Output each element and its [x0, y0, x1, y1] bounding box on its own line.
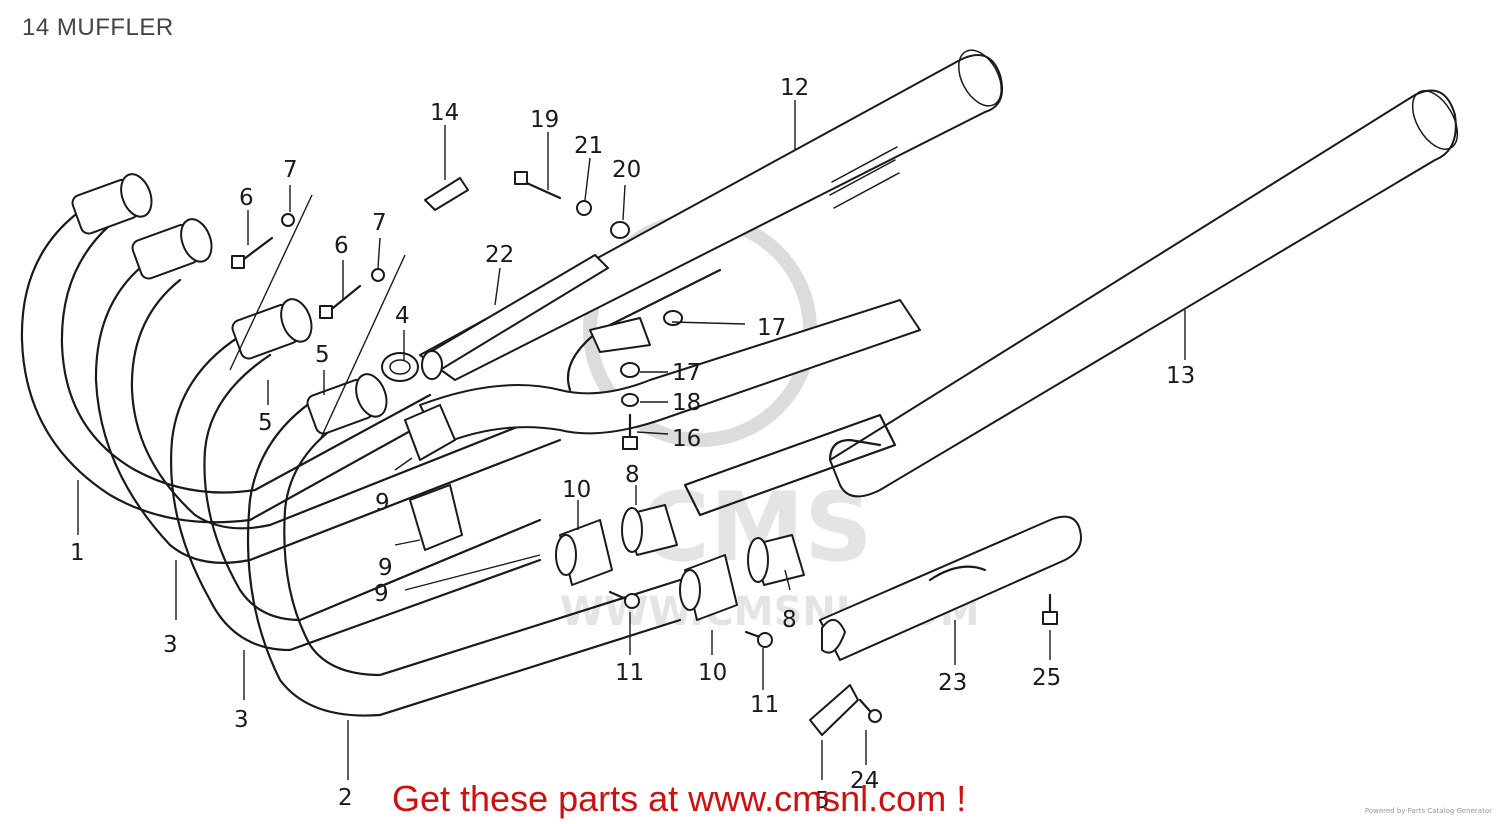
bracket-14 — [424, 177, 469, 211]
gasket-8a — [621, 504, 678, 556]
callout-12: 12 — [780, 75, 809, 101]
callout-17b: 17 — [672, 360, 701, 386]
bolt-25 — [1042, 593, 1058, 625]
gasket-8b — [747, 534, 805, 586]
callout-3a: 3 — [163, 632, 178, 658]
bracket-5 — [809, 684, 859, 736]
bolt-19 — [514, 171, 562, 200]
callout-13: 13 — [1166, 363, 1195, 389]
promo-link[interactable]: Get these parts at www.cmsnl.com ! — [392, 778, 967, 819]
muffler-upper — [419, 49, 1004, 381]
bolt-6b — [319, 284, 362, 319]
callout-4: 4 — [395, 303, 410, 329]
callout-9a: 9 — [375, 490, 390, 516]
callout-19: 19 — [530, 107, 559, 133]
bolt-6a — [231, 236, 274, 269]
gasket-4 — [381, 352, 419, 382]
band-22 — [421, 254, 609, 380]
callout-11a: 11 — [615, 660, 644, 686]
washer-20 — [610, 221, 630, 239]
bolt-11a — [608, 590, 640, 609]
callout-18: 18 — [672, 390, 701, 416]
exhaust-pipe-3b — [169, 328, 542, 652]
callout-8b: 8 — [782, 607, 797, 633]
bolt-16 — [622, 413, 638, 450]
callout-24: 24 — [850, 768, 879, 794]
callout-17a: 17 — [757, 315, 786, 341]
callout-5b: 5 — [315, 342, 330, 368]
callout-25: 25 — [1032, 665, 1061, 691]
callout-7a: 7 — [283, 157, 298, 183]
nut-7a — [281, 213, 295, 227]
callout-2: 2 — [338, 785, 353, 811]
callout-5a: 5 — [258, 410, 273, 436]
callout-6a: 6 — [239, 185, 254, 211]
callout-21: 21 — [574, 133, 603, 159]
callout-9b: 9 — [378, 555, 393, 581]
callouts: 1 2 3 3 4 5 5 6 6 7 7 8 8 9 9 9 10 10 11… — [70, 75, 1195, 814]
pipe-23 — [819, 515, 1082, 661]
callout-5c: 5 — [815, 788, 830, 814]
callout-10b: 10 — [698, 660, 727, 686]
bolt-24 — [858, 698, 882, 723]
exhaust-pipe-3a — [94, 258, 562, 564]
leader-lines — [77, 100, 1186, 780]
muffler-lower — [829, 89, 1459, 498]
nut-21 — [576, 200, 592, 216]
pipe-joints — [71, 173, 388, 435]
callout-8a: 8 — [625, 462, 640, 488]
diagram-title: 14 MUFFLER — [22, 14, 174, 41]
callout-7b: 7 — [372, 210, 387, 236]
callout-6b: 6 — [334, 233, 349, 259]
callout-14: 14 — [430, 100, 459, 126]
callout-1: 1 — [70, 540, 85, 566]
callout-22: 22 — [485, 242, 514, 268]
callout-3b: 3 — [234, 707, 249, 733]
bracket-muffler — [589, 317, 651, 353]
callout-20: 20 — [612, 157, 641, 183]
bolt-11b — [744, 630, 773, 648]
callout-23: 23 — [938, 670, 967, 696]
joint-collar-10a — [555, 519, 613, 586]
exhaust-pipe-2 — [246, 388, 682, 717]
rubber-17b — [620, 362, 640, 378]
clamp-23 — [821, 619, 846, 654]
exhaust-pipe-1 — [20, 213, 432, 524]
washer-18 — [621, 393, 639, 407]
callout-10a: 10 — [562, 477, 591, 503]
callout-9c: 9 — [374, 581, 389, 607]
credit-text: Powered by Parts Catalog Generator — [1364, 807, 1492, 815]
callout-16: 16 — [672, 426, 701, 452]
nut-7b — [371, 268, 385, 282]
callout-11b: 11 — [750, 692, 779, 718]
clamps-9 — [404, 404, 463, 551]
joint-collar-10b — [679, 554, 738, 621]
